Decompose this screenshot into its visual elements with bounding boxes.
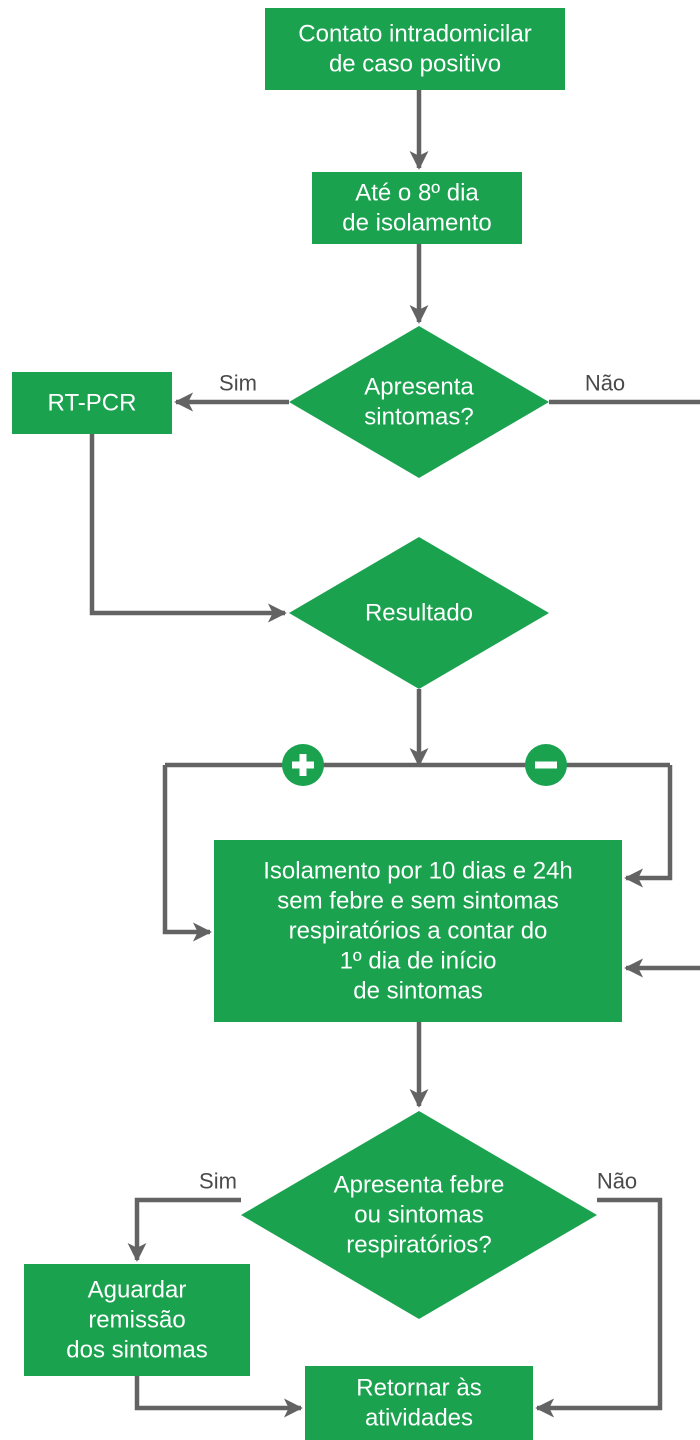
node-aguardar-remissao-box (24, 1264, 250, 1376)
decision-febre-sintomas-diamond (241, 1111, 597, 1319)
node-rt-pcr-box (12, 372, 172, 434)
node-aguardar-remissao-line-1: Aguardar (88, 1277, 187, 1304)
node-ate-8-dia-line-1: Até o 8º dia (355, 180, 479, 207)
edge-label-sintomas-nao: Não (585, 371, 625, 396)
node-aguardar-remissao-line-2: remissão (88, 1307, 185, 1334)
node-contato-intradomicilar-box (265, 8, 565, 90)
edge-label-sintomas-sim: Sim (219, 371, 257, 396)
node-aguardar-remissao: Aguardar remissão dos sintomas (24, 1264, 250, 1376)
node-contato-intradomicilar-line-1: Contato intradomicilar (298, 21, 531, 48)
edge-negative-isolamento (624, 765, 673, 888)
edge-rtpcr-resultado (89, 434, 287, 623)
decision-apresenta-sintomas-diamond (289, 326, 549, 478)
nodes: Contato intradomicilar de caso positivoAt… (12, 8, 622, 1440)
decision-resultado-diamond (289, 537, 549, 689)
node-contato-intradomicilar-line-2: de caso positivo (329, 51, 501, 78)
node-isolamento-10-dias-line-3: respiratórios a contar do (289, 918, 548, 945)
node-isolamento-10-dias-line-1: Isolamento por 10 dias e 24h (263, 858, 573, 885)
node-retornar-atividades-box (305, 1366, 533, 1440)
edge-aguardar-retornar (134, 1376, 303, 1418)
node-isolamento-10-dias-line-4: 1º dia de início (340, 948, 497, 975)
decision-apresenta-sintomas-line-2: sintomas? (364, 404, 473, 431)
node-rt-pcr-line-1: RT-PCR (48, 390, 137, 417)
edge-label-febre-sim: Sim (199, 1169, 237, 1194)
decision-resultado-line-1: Resultado (365, 600, 473, 627)
node-isolamento-10-dias: Isolamento por 10 dias e 24h sem febre e … (214, 840, 622, 1022)
node-retornar-atividades: Retornar às atividades (305, 1366, 533, 1440)
node-retornar-atividades-line-1: Retornar às (356, 1375, 481, 1402)
edge-positive-isolamento (162, 765, 212, 942)
node-ate-8-dia: Até o 8º dia de isolamento (312, 172, 522, 244)
node-aguardar-remissao-line-3: dos sintomas (66, 1337, 207, 1364)
node-rt-pcr: RT-PCR (12, 372, 172, 434)
connectors (89, 90, 700, 1418)
node-ate-8-dia-line-2: de isolamento (342, 210, 491, 237)
decision-febre-sintomas: Apresenta febre ou sintomas respiratórios? (241, 1111, 597, 1319)
plus-circle-icon (282, 744, 324, 786)
node-ate-8-dia-box (312, 172, 522, 244)
decision-febre-sintomas-line-3: respiratórios? (346, 1232, 491, 1259)
edge-febre-aguardar (127, 1197, 241, 1262)
decision-resultado: Resultado (289, 537, 549, 689)
node-retornar-atividades-line-2: atividades (365, 1405, 473, 1432)
decision-apresenta-sintomas: Apresenta sintomas? (289, 326, 549, 478)
node-contato-intradomicilar: Contato intradomicilar de caso positivo (265, 8, 565, 90)
decision-apresenta-sintomas-line-1: Apresenta (364, 374, 474, 401)
node-isolamento-10-dias-line-5: de sintomas (353, 978, 482, 1005)
decision-febre-sintomas-line-1: Apresenta febre (334, 1172, 505, 1199)
node-isolamento-10-dias-line-2: sem febre e sem sintomas (277, 888, 558, 915)
decision-febre-sintomas-line-2: ou sintomas (354, 1202, 483, 1229)
edge-label-febre-nao: Não (597, 1169, 637, 1194)
node-isolamento-10-dias-box (214, 840, 622, 1022)
minus-circle-icon (525, 744, 567, 786)
edge-febre-retornar (535, 1197, 663, 1418)
